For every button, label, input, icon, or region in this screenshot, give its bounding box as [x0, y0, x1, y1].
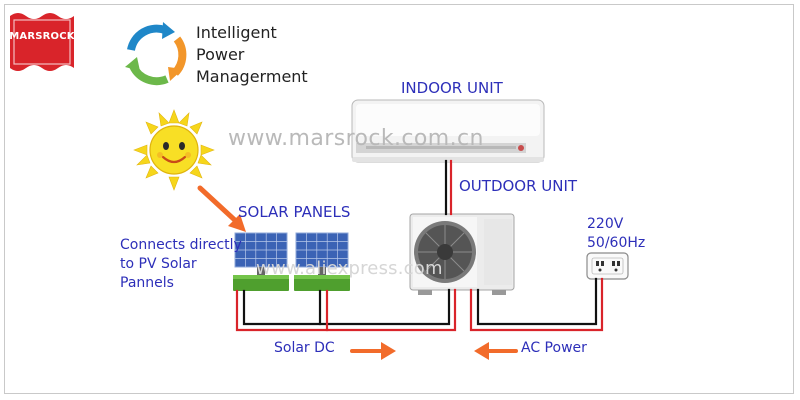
power-spec-label: 220V 50/60Hz [587, 215, 677, 253]
ac-power-arrow [474, 342, 518, 360]
connects-directly-label: Connects directly to PV Solar Pannels [120, 236, 290, 293]
header-line: Power [196, 45, 245, 64]
solar-panels-label: SOLAR PANELS [238, 203, 351, 221]
smiling-sun-icon [133, 109, 215, 191]
ac-power-label: AC Power [521, 340, 587, 356]
solar-panel-icon [233, 232, 350, 291]
outdoor-unit-label: OUTDOOR UNIT [459, 177, 578, 195]
cycle-arrows-icon [125, 22, 187, 86]
connects-line: Pannels [120, 275, 174, 291]
sun-to-panel-arrow [197, 185, 246, 232]
connects-line: Connects directly [120, 237, 242, 253]
solar-dc-arrow [350, 342, 396, 360]
logo-text: MARSROCK [9, 31, 75, 42]
header-line: Intelligent [196, 23, 277, 42]
solar-dc-label: Solar DC [274, 340, 335, 356]
header-title: Intelligent Power Managerment [196, 22, 366, 88]
connects-line: to PV Solar [120, 256, 197, 272]
marsrock-logo-icon [10, 13, 74, 71]
voltage-label: 220V [587, 216, 624, 232]
wires [235, 159, 604, 332]
header-line: Managerment [196, 67, 308, 86]
indoor-unit-label: INDOOR UNIT [401, 79, 503, 97]
power-socket-icon [586, 252, 629, 280]
indoor-ac-unit-icon [351, 99, 545, 163]
frequency-label: 50/60Hz [587, 235, 646, 251]
outdoor-ac-unit-icon [409, 213, 515, 295]
watermark: www.marsrock.com.cn [228, 126, 484, 151]
watermark-secondary: www.aliexpress.com [256, 258, 443, 279]
image-frame [4, 4, 794, 394]
